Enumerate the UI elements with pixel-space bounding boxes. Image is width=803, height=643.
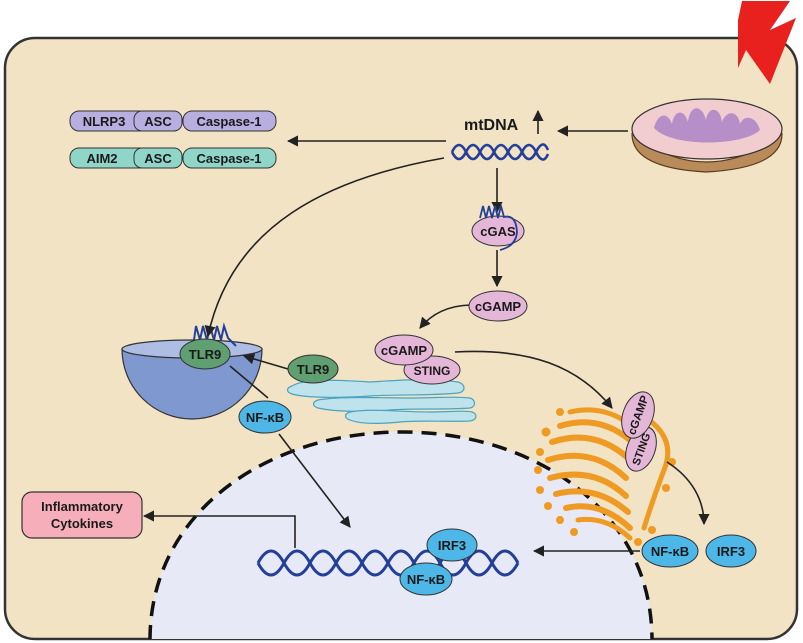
golgi-apparatus	[545, 407, 671, 541]
nlrp3-inflammasome: NLRP3 ASC Caspase-1	[69, 110, 277, 132]
nfkb-right-node: NF-κB	[641, 534, 699, 568]
arrow-nfkb-to-nucleus	[278, 433, 351, 528]
irf3-right-node: IRF3	[705, 534, 757, 568]
caspase1-label-bottom: Caspase-1	[196, 151, 261, 166]
aim2-inflammasome: AIM2 ASC Caspase-1	[69, 147, 277, 169]
sting-cgamp-golgi-complex: cGAMP STING	[621, 391, 657, 472]
pathway-arrows	[142, 125, 710, 557]
asc-label-top: ASC	[144, 114, 172, 129]
arrow-tlr9-to-nfkb	[229, 365, 269, 399]
asc-label-bottom: ASC	[144, 151, 172, 166]
arrow-golgi-to-tfs	[666, 461, 710, 526]
arrow-sting-to-golgi	[454, 350, 613, 409]
cgas-label: cGAS	[480, 224, 516, 239]
sting-cgamp-er-complex: cGAMP STING	[374, 334, 461, 385]
stress-lightning-icon	[738, 1, 796, 84]
mitochondrion	[631, 98, 783, 173]
nlrp3-label: NLRP3	[83, 114, 126, 129]
endoplasmic-reticulum	[286, 379, 477, 424]
cytokines-line1: Inflammatory	[41, 499, 123, 514]
tlr9-endosome-label: TLR9	[189, 347, 222, 362]
tlr9-endosome-node: TLR9	[179, 338, 231, 370]
irf3-right-label: IRF3	[717, 544, 745, 559]
tlr9-free-label: TLR9	[297, 362, 330, 377]
arrow-cgamp-to-sting	[419, 304, 471, 329]
irf3-nucleus-node: IRF3	[426, 528, 478, 562]
caspase1-label-top: Caspase-1	[196, 114, 261, 129]
mtdna-label: mtDNA	[464, 117, 519, 134]
sting-er-label: STING	[414, 364, 451, 378]
tlr9-free-node: TLR9	[287, 354, 339, 384]
cgamp-er-label: cGAMP	[381, 343, 428, 358]
aim2-label: AIM2	[86, 151, 117, 166]
arrow-dna-to-cytokines	[142, 510, 296, 548]
irf3-nuc-label: IRF3	[438, 538, 466, 553]
cytokines-line2: Cytokines	[51, 516, 113, 531]
cgamp-free-label: cGAMP	[475, 299, 522, 314]
nucleus	[150, 432, 652, 639]
cgas-dna-fragment	[479, 202, 518, 251]
inflammatory-cytokines-box: Inflammatory Cytokines	[21, 491, 143, 539]
nfkb-cyto-label: NF-κB	[246, 410, 284, 425]
nuclear-envelope	[148, 430, 654, 639]
arrow-tlr9-to-endosome	[242, 353, 289, 370]
mtdna-helix	[450, 143, 550, 161]
nfkb-nuc-label: NF-κB	[407, 572, 445, 587]
nfkb-cytoplasm-node: NF-κB	[238, 400, 292, 434]
arrow-mtdna-to-tlr9	[204, 157, 445, 338]
nfkb-nucleus-node: NF-κB	[399, 562, 453, 596]
golgi-vesicles	[534, 408, 676, 546]
cgas-node: cGAS	[471, 215, 525, 247]
nfkb-right-label: NF-κB	[651, 544, 689, 559]
cgamp-node: cGAMP	[468, 290, 528, 322]
